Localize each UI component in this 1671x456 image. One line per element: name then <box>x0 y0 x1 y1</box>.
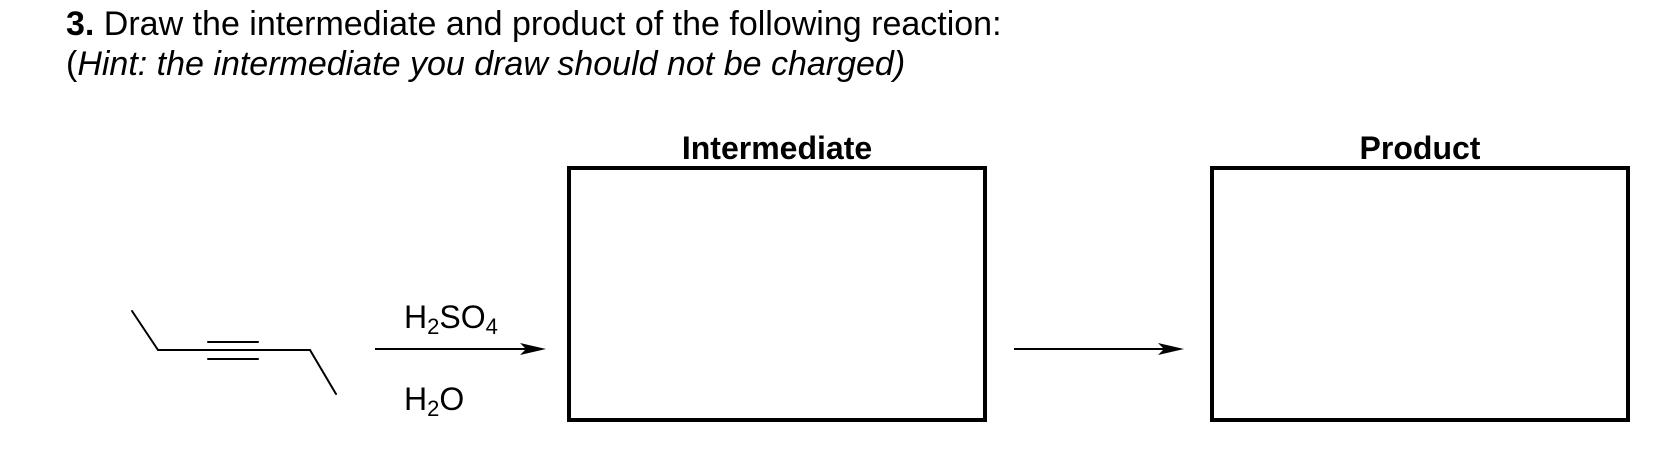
reagent-bottom-h: H <box>404 381 428 417</box>
product-answer-box[interactable] <box>1210 166 1630 422</box>
reagent-bottom-o: O <box>439 381 465 417</box>
alkyne-skeletal-structure <box>131 310 337 395</box>
question-number: 3. <box>66 5 95 43</box>
reagent-top-so: SO <box>439 299 486 335</box>
question-hint: (Hint: the intermediate you draw should … <box>66 44 905 84</box>
intermediate-answer-box[interactable] <box>567 166 987 422</box>
question-line: 3. Draw the intermediate and product of … <box>66 4 1002 44</box>
reaction-arrow-2 <box>1014 343 1184 355</box>
reagent-top-h: H <box>404 299 428 335</box>
reagent-top-sub-2: 2 <box>427 314 440 339</box>
alkyne-right-ethyl-bond <box>309 349 337 395</box>
reaction-arrow-1 <box>375 343 546 355</box>
reagent-top-sub-4: 4 <box>485 314 498 339</box>
question-prompt: Draw the intermediate and product of the… <box>94 5 1002 43</box>
reaction-arrow-1-head <box>520 343 546 355</box>
reagent-water: H2O <box>404 381 465 420</box>
hint-open-paren: ( <box>66 45 78 83</box>
intermediate-label: Intermediate <box>681 130 873 166</box>
reagent-sulfuric-acid: H2SO4 <box>404 299 498 338</box>
product-label: Product <box>1359 130 1481 166</box>
reagent-bottom-sub-2: 2 <box>427 396 440 421</box>
alkyne-left-ethyl-bond <box>131 310 159 351</box>
hint-text: Hint: the intermediate you draw should n… <box>77 45 906 83</box>
reaction-arrow-2-head <box>1158 343 1184 355</box>
